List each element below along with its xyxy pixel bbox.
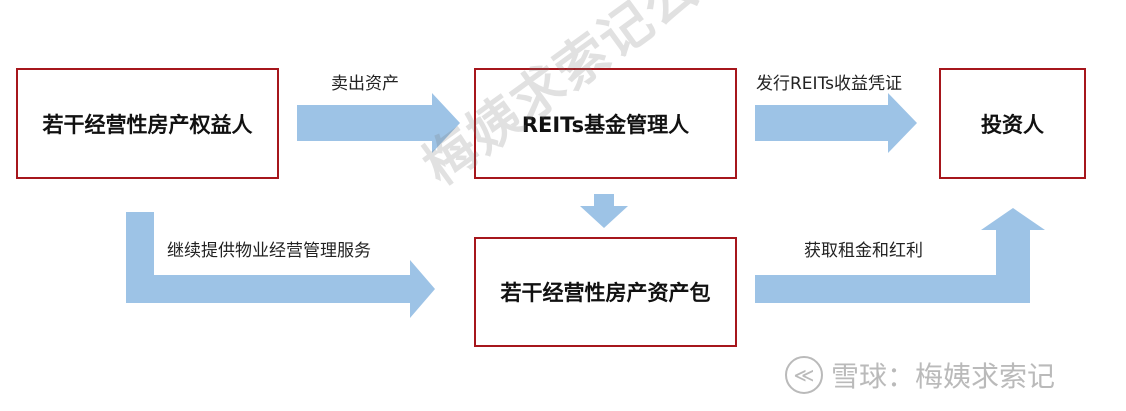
box-asset-package: 若干经营性房产资产包 <box>474 237 737 347</box>
arrow-sell <box>297 93 460 153</box>
watermark-footer: ≪ 雪球：梅姨求索记 <box>785 355 1055 395</box>
label-sell: 卖出资产 <box>331 74 399 94</box>
arrow-manager-to-package <box>580 194 628 228</box>
label-service: 继续提供物业经营管理服务 <box>167 241 371 261</box>
box-investor: 投资人 <box>939 68 1086 179</box>
box-reits-manager: REITs基金管理人 <box>474 68 737 179</box>
arrow-issue <box>755 93 917 153</box>
arrow-service <box>126 212 435 318</box>
box-rights-holder: 若干经营性房产权益人 <box>16 68 279 179</box>
arrow-income <box>755 208 1045 303</box>
label-issue: 发行REITs收益凭证 <box>756 74 902 94</box>
label-income: 获取租金和红利 <box>804 241 923 261</box>
snowball-logo-icon: ≪ <box>785 356 823 394</box>
watermark-footer-text: 雪球：梅姨求索记 <box>831 360 1056 393</box>
